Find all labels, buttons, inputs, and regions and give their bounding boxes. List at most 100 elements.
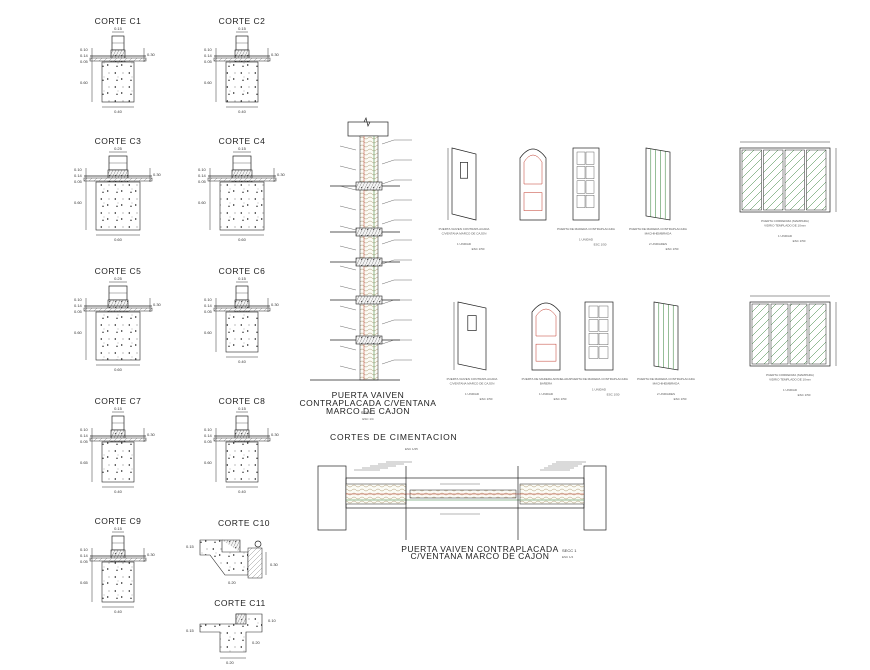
dim-h: 0.60 [204, 80, 213, 85]
floor-slab [83, 177, 153, 182]
glass-pane [588, 319, 599, 332]
cim-caption: C/VENTANA MARCO DE CAJON [411, 551, 550, 561]
leader-r-9 [381, 319, 395, 325]
door-label: C/VENTANA MARCO DE CAJON [442, 232, 487, 236]
c11-body [199, 613, 263, 653]
c10-ground [247, 547, 263, 579]
leader-r-8 [381, 299, 395, 305]
right-wall [583, 465, 607, 531]
dim-l2: 0.14 [74, 303, 83, 308]
dim-l3: 0.05 [204, 439, 213, 444]
cim-caption: PUERTA VAIVEN CONTRAPLACADA [401, 544, 559, 554]
door-leaf [572, 147, 600, 221]
dim-l2: 0.14 [80, 53, 89, 58]
dim-d1: 0.15 [186, 544, 195, 549]
footing-2: CORTE C20.150.400.100.140.050.600.30 [204, 16, 280, 114]
dim-right: 0.30 [153, 172, 162, 177]
cimiento [219, 181, 265, 231]
frame-block-2 [355, 257, 383, 267]
cimiento [225, 311, 259, 353]
door-1-5: PUERTA CORREDIZA (MAMPARA)VIDRIO TEMPLAD… [739, 141, 837, 243]
dim-base: 0.60 [114, 367, 123, 372]
glass-panel [763, 149, 784, 211]
footing-9: CORTE C90.150.400.100.140.050.650.30 [80, 516, 156, 614]
section-title: CORTE C11 [214, 598, 265, 608]
door-scale: ESC 1/50 [607, 393, 620, 397]
lower-panel [523, 192, 543, 211]
dim-l3: 0.05 [204, 59, 213, 64]
floor-slab [89, 557, 147, 562]
door-leaf [451, 147, 477, 221]
glass-pane [585, 194, 595, 208]
leader-r-0 [381, 139, 395, 145]
door-label: VIDRIO TEMPLADO DE 10mm [769, 378, 811, 382]
footing-title: CORTE C8 [219, 396, 266, 406]
leader-l-7 [339, 285, 357, 291]
dim-d1: 0.15 [186, 628, 195, 633]
dim-h: 0.65 [80, 460, 89, 465]
dim-d3: 0.20 [252, 640, 261, 645]
c10-body [199, 539, 249, 576]
glass-pane [585, 180, 595, 194]
cim-scale: ESC 1/25 [405, 447, 418, 451]
c11-top [235, 613, 247, 625]
leader-l-8 [339, 305, 357, 311]
frame-block-0 [355, 181, 383, 191]
door-qty: 1 UNIDAD [539, 392, 554, 396]
footing-title: CORTE C2 [219, 16, 266, 26]
glass-pane [598, 333, 609, 346]
glass-panel [808, 303, 827, 365]
dim-top: 0.15 [238, 406, 247, 411]
dim-l3: 0.05 [198, 179, 207, 184]
leader-l-11 [339, 365, 357, 371]
glass-pane [588, 305, 599, 318]
dim-right: 0.30 [147, 52, 156, 57]
door-label: PUERTA DE MADERA CONTRAPLACADA [570, 377, 628, 381]
cim-sub: SECC 1 [562, 548, 577, 553]
leader-r-2 [381, 179, 395, 185]
dim-l1: 0.10 [204, 47, 213, 52]
floor-slab [213, 437, 271, 442]
floor-slab [89, 57, 147, 62]
leader-l-5 [339, 245, 357, 251]
dim-base: 0.40 [114, 489, 123, 494]
dim-d4: 0.20 [226, 660, 235, 665]
lower-panel [535, 343, 557, 362]
footing-4: CORTE C40.150.600.100.140.050.600.30 [198, 136, 286, 242]
glass-pane [585, 151, 595, 165]
cim-title: CORTES DE CIMENTACION [330, 432, 457, 442]
door-frame [749, 301, 831, 367]
wall-scale: ESC 1/4 [362, 417, 374, 421]
door-qty: 1 UNIDAD [778, 234, 793, 238]
floor-slab [207, 177, 277, 182]
door-label: PUERTA DE MADERA APANELADA [522, 377, 571, 381]
dim-l2: 0.14 [204, 433, 213, 438]
floor-slab [213, 57, 271, 62]
frame-block-3 [355, 295, 383, 305]
door-label: C/VENTANA MARCO DE CAJON [450, 382, 495, 386]
footing-sections: CORTE C10.150.400.100.140.050.600.30CORT… [74, 16, 286, 614]
door-1-2 [519, 148, 547, 221]
glass-pane [598, 346, 609, 359]
door-leaf [653, 301, 679, 371]
cimiento [95, 181, 141, 231]
cimiento [225, 441, 259, 483]
dim-top: 0.15 [238, 276, 247, 281]
leader-r-7 [381, 279, 395, 285]
footing-title: CORTE C3 [95, 136, 142, 146]
cimiento [101, 61, 135, 103]
footing-title: CORTE C9 [95, 516, 142, 526]
footing-8: CORTE C80.150.400.100.140.050.600.30 [204, 396, 280, 494]
dim-top: 0.15 [238, 146, 247, 151]
head-block [347, 121, 389, 137]
glass-panel [806, 149, 827, 211]
door-scale: ESC 1/50 [472, 247, 485, 251]
leader-l-10 [339, 345, 357, 351]
door-label: PUERTA DE MADERA CONTRAPLACADA [557, 227, 615, 231]
